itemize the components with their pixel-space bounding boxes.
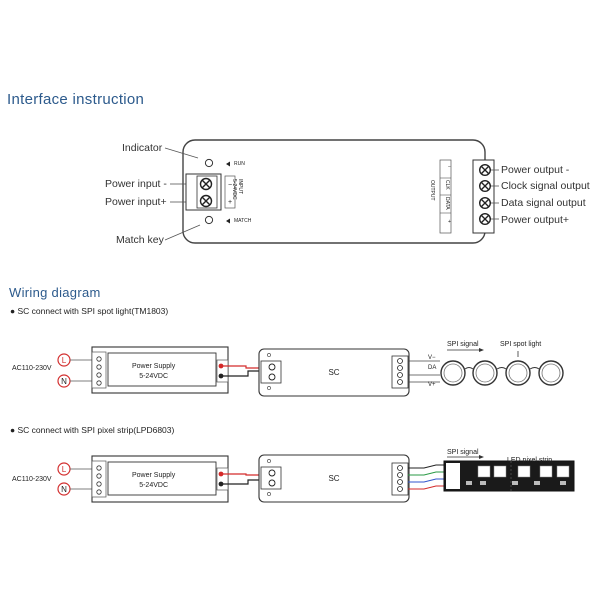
diagram1-caption: ● SC connect with SPI spot light(TM1803) bbox=[10, 306, 169, 316]
live-letter: L bbox=[62, 356, 67, 365]
sc-controller-2 bbox=[258, 454, 410, 503]
pixel-chip-icon bbox=[517, 465, 531, 478]
match-key-button bbox=[204, 215, 214, 225]
pin-neg: − bbox=[448, 164, 451, 170]
match-pointer bbox=[164, 224, 201, 241]
sc-label-2: SC bbox=[328, 474, 339, 483]
output-pin-panel bbox=[439, 159, 452, 234]
match-key-label: Match key bbox=[116, 234, 164, 246]
neutral-letter: N bbox=[61, 485, 67, 494]
diagram2-caption: ● SC connect with SPI pixel strip(LPD680… bbox=[10, 425, 175, 435]
pin-pos: + bbox=[448, 219, 451, 225]
live-letter: L bbox=[62, 465, 67, 474]
pixel-chip-icon bbox=[493, 465, 507, 478]
wiring-title: Wiring diagram bbox=[9, 285, 101, 300]
spi-signal-label-1: SPI signal bbox=[447, 341, 479, 348]
psu1-line1: Power Supply bbox=[132, 363, 176, 370]
power-output-pos-label: Power output+ bbox=[501, 214, 570, 226]
spot-light-icon bbox=[505, 360, 531, 386]
svg-text:+: + bbox=[228, 199, 232, 206]
psu2-line1: Power Supply bbox=[132, 472, 176, 479]
pixel-chip-icon bbox=[556, 465, 570, 478]
spot-light-icon bbox=[472, 360, 498, 386]
clock-signal-label: Clock signal output bbox=[501, 180, 590, 192]
pixel-chip-icon bbox=[539, 465, 553, 478]
spi-spot-light-label: SPI spot light bbox=[500, 341, 541, 348]
psu1-label: Power Supply 5-24VDC bbox=[132, 362, 175, 382]
psu2-line2: 5-24VDC bbox=[139, 482, 168, 489]
diagram1-ac-label: AC110-230V bbox=[12, 365, 52, 372]
out-label-da: DA bbox=[428, 365, 436, 371]
match-text: MATCH bbox=[234, 218, 252, 224]
spot-light-icon bbox=[440, 360, 466, 386]
sc-controller-1 bbox=[258, 348, 410, 397]
sc-label-1: SC bbox=[328, 368, 339, 377]
led-pixel-strip bbox=[443, 460, 575, 492]
run-text: RUN bbox=[234, 161, 245, 167]
spot-light-icon bbox=[538, 360, 564, 386]
power-input-neg-label: Power input - bbox=[105, 178, 167, 190]
out-label-vneg: V− bbox=[428, 355, 436, 361]
psu2-label: Power Supply 5-24VDC bbox=[132, 471, 175, 491]
spi-signal-label-2: SPI signal bbox=[447, 449, 479, 456]
indicator-label: Indicator bbox=[122, 142, 163, 154]
diagram2-ac-label: AC110-230V bbox=[12, 476, 52, 483]
pixel-chip-icon bbox=[477, 465, 491, 478]
led-pixel-strip-label: LED pixel strip bbox=[507, 457, 552, 464]
power-input-pos-label: Power input+ bbox=[105, 196, 167, 208]
svg-text:−: − bbox=[228, 182, 232, 189]
psu1-line2: 5-24VDC bbox=[139, 373, 168, 380]
power-output-neg-label: Power output - bbox=[501, 164, 570, 176]
run-led bbox=[204, 158, 214, 168]
out-label-vpos: V+ bbox=[428, 382, 436, 388]
indicator-pointer bbox=[164, 147, 199, 159]
neutral-letter: N bbox=[61, 377, 67, 386]
interface-title: Interface instruction bbox=[7, 91, 145, 108]
data-signal-label: Data signal output bbox=[501, 197, 586, 209]
